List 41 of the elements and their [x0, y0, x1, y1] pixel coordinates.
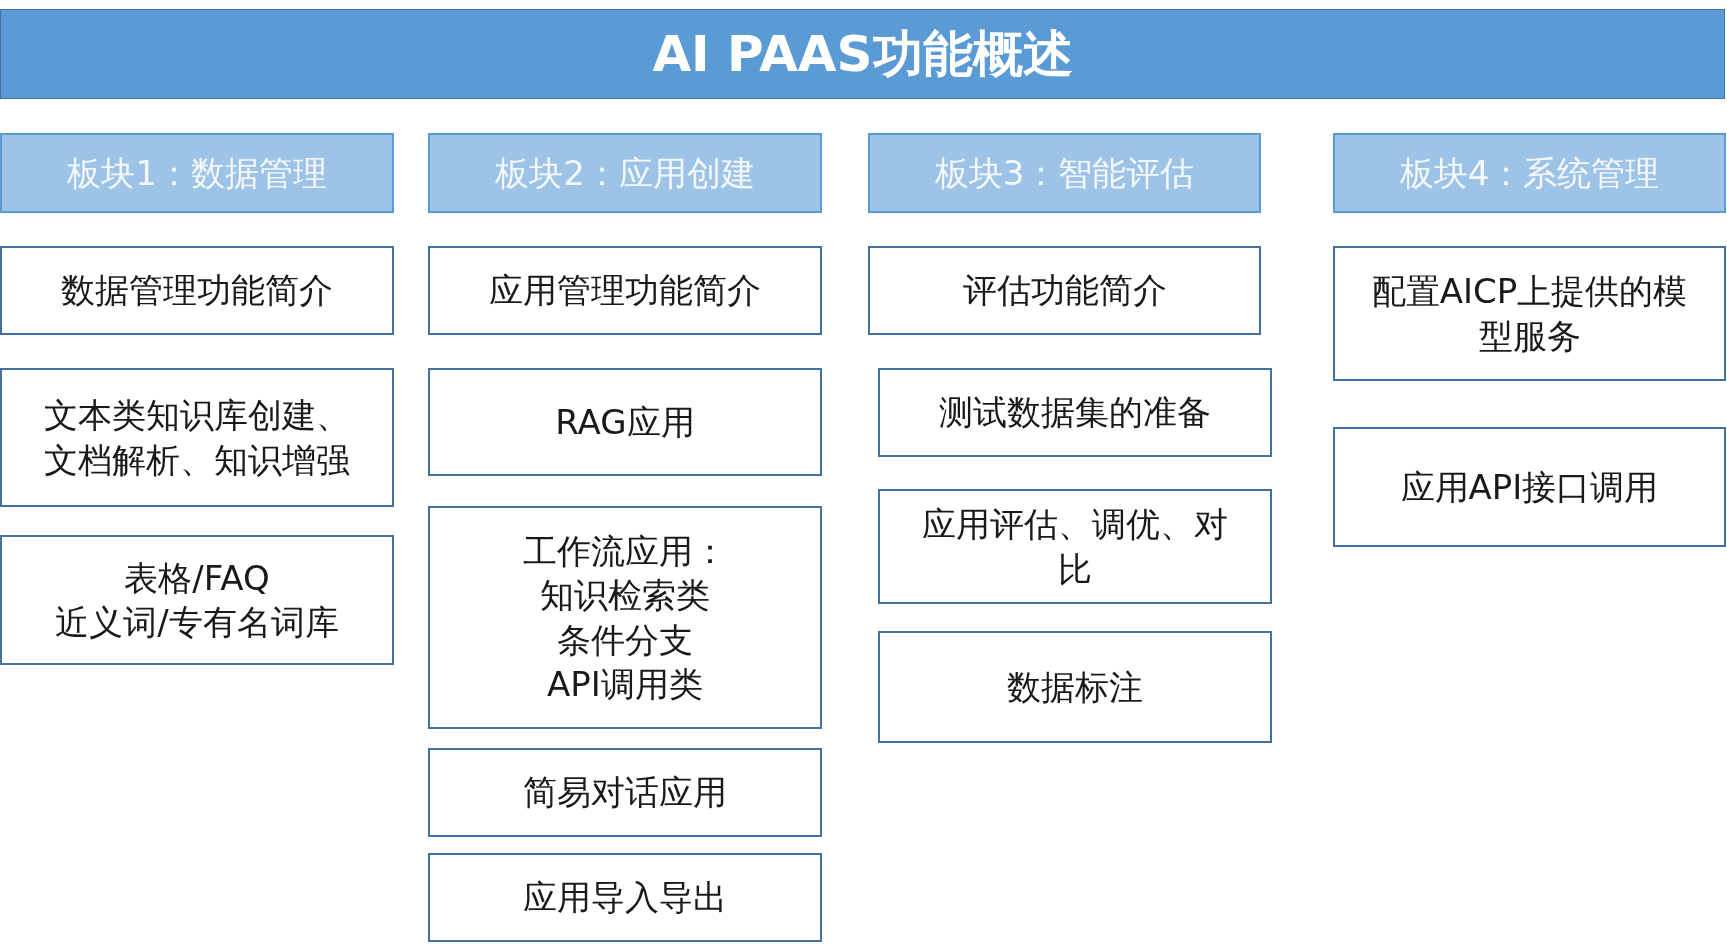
section-title: 板块2：应用创建: [495, 151, 755, 195]
feature-text: 近义词/专有名词库: [55, 601, 339, 644]
section-title: 板块1：数据管理: [67, 151, 327, 195]
title-text: AI PAAS功能概述: [652, 23, 1073, 85]
feature-text: 工作流应用：: [523, 530, 727, 574]
feature-text: 评估功能简介: [962, 269, 1167, 313]
feature-text: RAG应用: [555, 400, 695, 444]
feature-box: [0, 246, 394, 335]
feature-text: 表格/FAQ: [124, 556, 270, 600]
section-header-box: [0, 133, 394, 213]
feature-box: [428, 748, 822, 837]
section-title: 板块4：系统管理: [1399, 151, 1660, 195]
feature-text: 知识检索类: [540, 574, 710, 618]
section-title: 板块3：智能评估: [934, 151, 1195, 195]
section-header-box: [428, 133, 822, 213]
feature-text: API调用类: [547, 662, 703, 706]
feature-box: [0, 368, 394, 507]
feature-text: 条件分支: [557, 618, 693, 662]
feature-box: [428, 246, 822, 335]
section-header-box: [1333, 133, 1726, 213]
feature-box: [428, 368, 822, 476]
feature-box: [1333, 427, 1726, 547]
feature-text: 数据管理功能简介: [61, 269, 333, 313]
feature-text: 简易对话应用: [523, 771, 727, 815]
feature-box: [1333, 246, 1726, 381]
feature-box: [868, 246, 1261, 335]
feature-box: [878, 631, 1272, 743]
feature-box: [0, 535, 394, 665]
feature-text: 应用评估、调优、对比: [921, 503, 1229, 591]
feature-text: 应用导入导出: [523, 876, 727, 920]
feature-box: [878, 368, 1272, 457]
section-header-box: [868, 133, 1261, 213]
feature-box: [878, 489, 1272, 604]
feature-text: 配置AICP上提供的模型服务: [1370, 270, 1689, 358]
feature-text: 文本类知识库创建、文档解析、知识增强: [43, 394, 351, 482]
feature-text: 测试数据集的准备: [939, 391, 1211, 435]
feature-text: 数据标注: [1007, 665, 1143, 709]
feature-text: 应用管理功能简介: [489, 269, 761, 313]
feature-box: [428, 853, 822, 942]
feature-text: 应用API接口调用: [1400, 465, 1659, 509]
feature-box: [428, 506, 822, 729]
